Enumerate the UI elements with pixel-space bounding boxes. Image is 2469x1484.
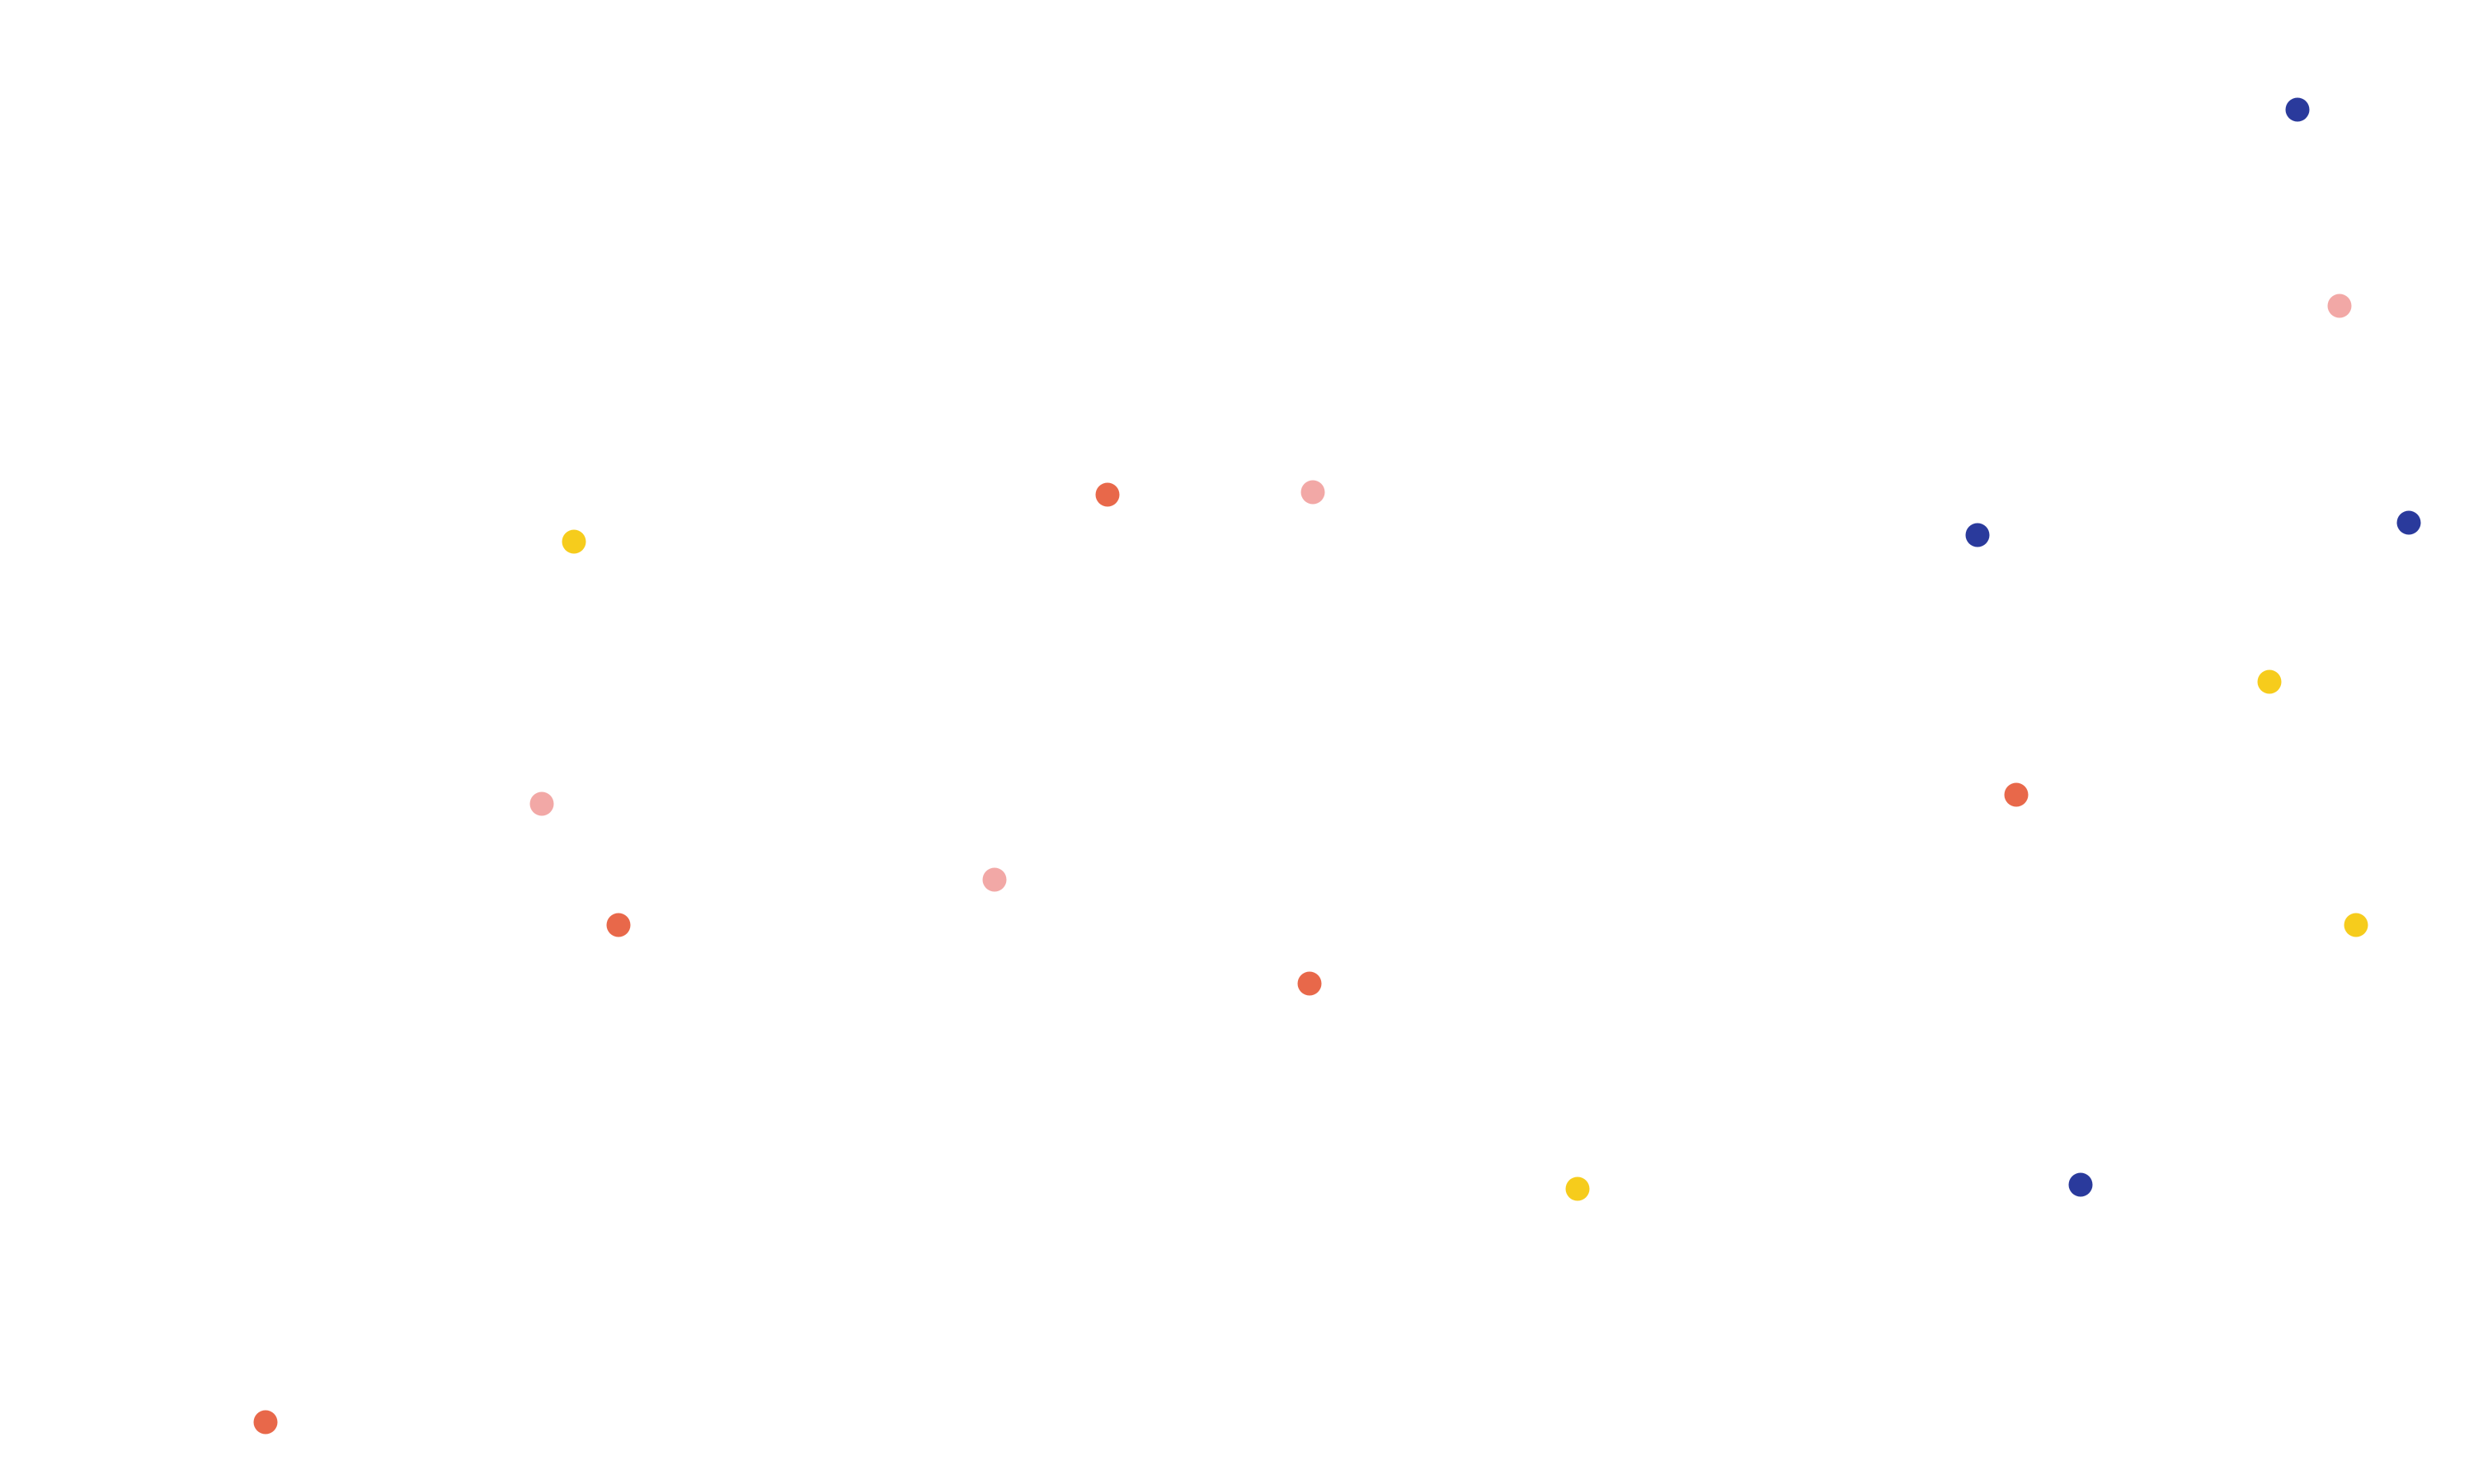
dot-pink — [2327, 294, 2352, 318]
dot-navy — [2396, 510, 2421, 535]
dot-yellow — [2257, 669, 2282, 694]
dot-pink — [529, 791, 554, 816]
dot-pink — [1300, 480, 1325, 505]
dot-coral — [1297, 971, 1322, 996]
dot-coral — [1095, 482, 1120, 507]
dot-coral — [606, 913, 631, 937]
dot-yellow — [2344, 913, 2368, 937]
dot-navy — [2068, 1172, 2093, 1197]
dot-yellow — [562, 529, 586, 554]
dot-navy — [2285, 97, 2310, 122]
dot-yellow — [1565, 1176, 1590, 1201]
dot-navy — [1965, 523, 1990, 547]
dot-coral — [2004, 782, 2029, 807]
dot-pink — [982, 867, 1007, 892]
dot-coral — [253, 1410, 278, 1435]
